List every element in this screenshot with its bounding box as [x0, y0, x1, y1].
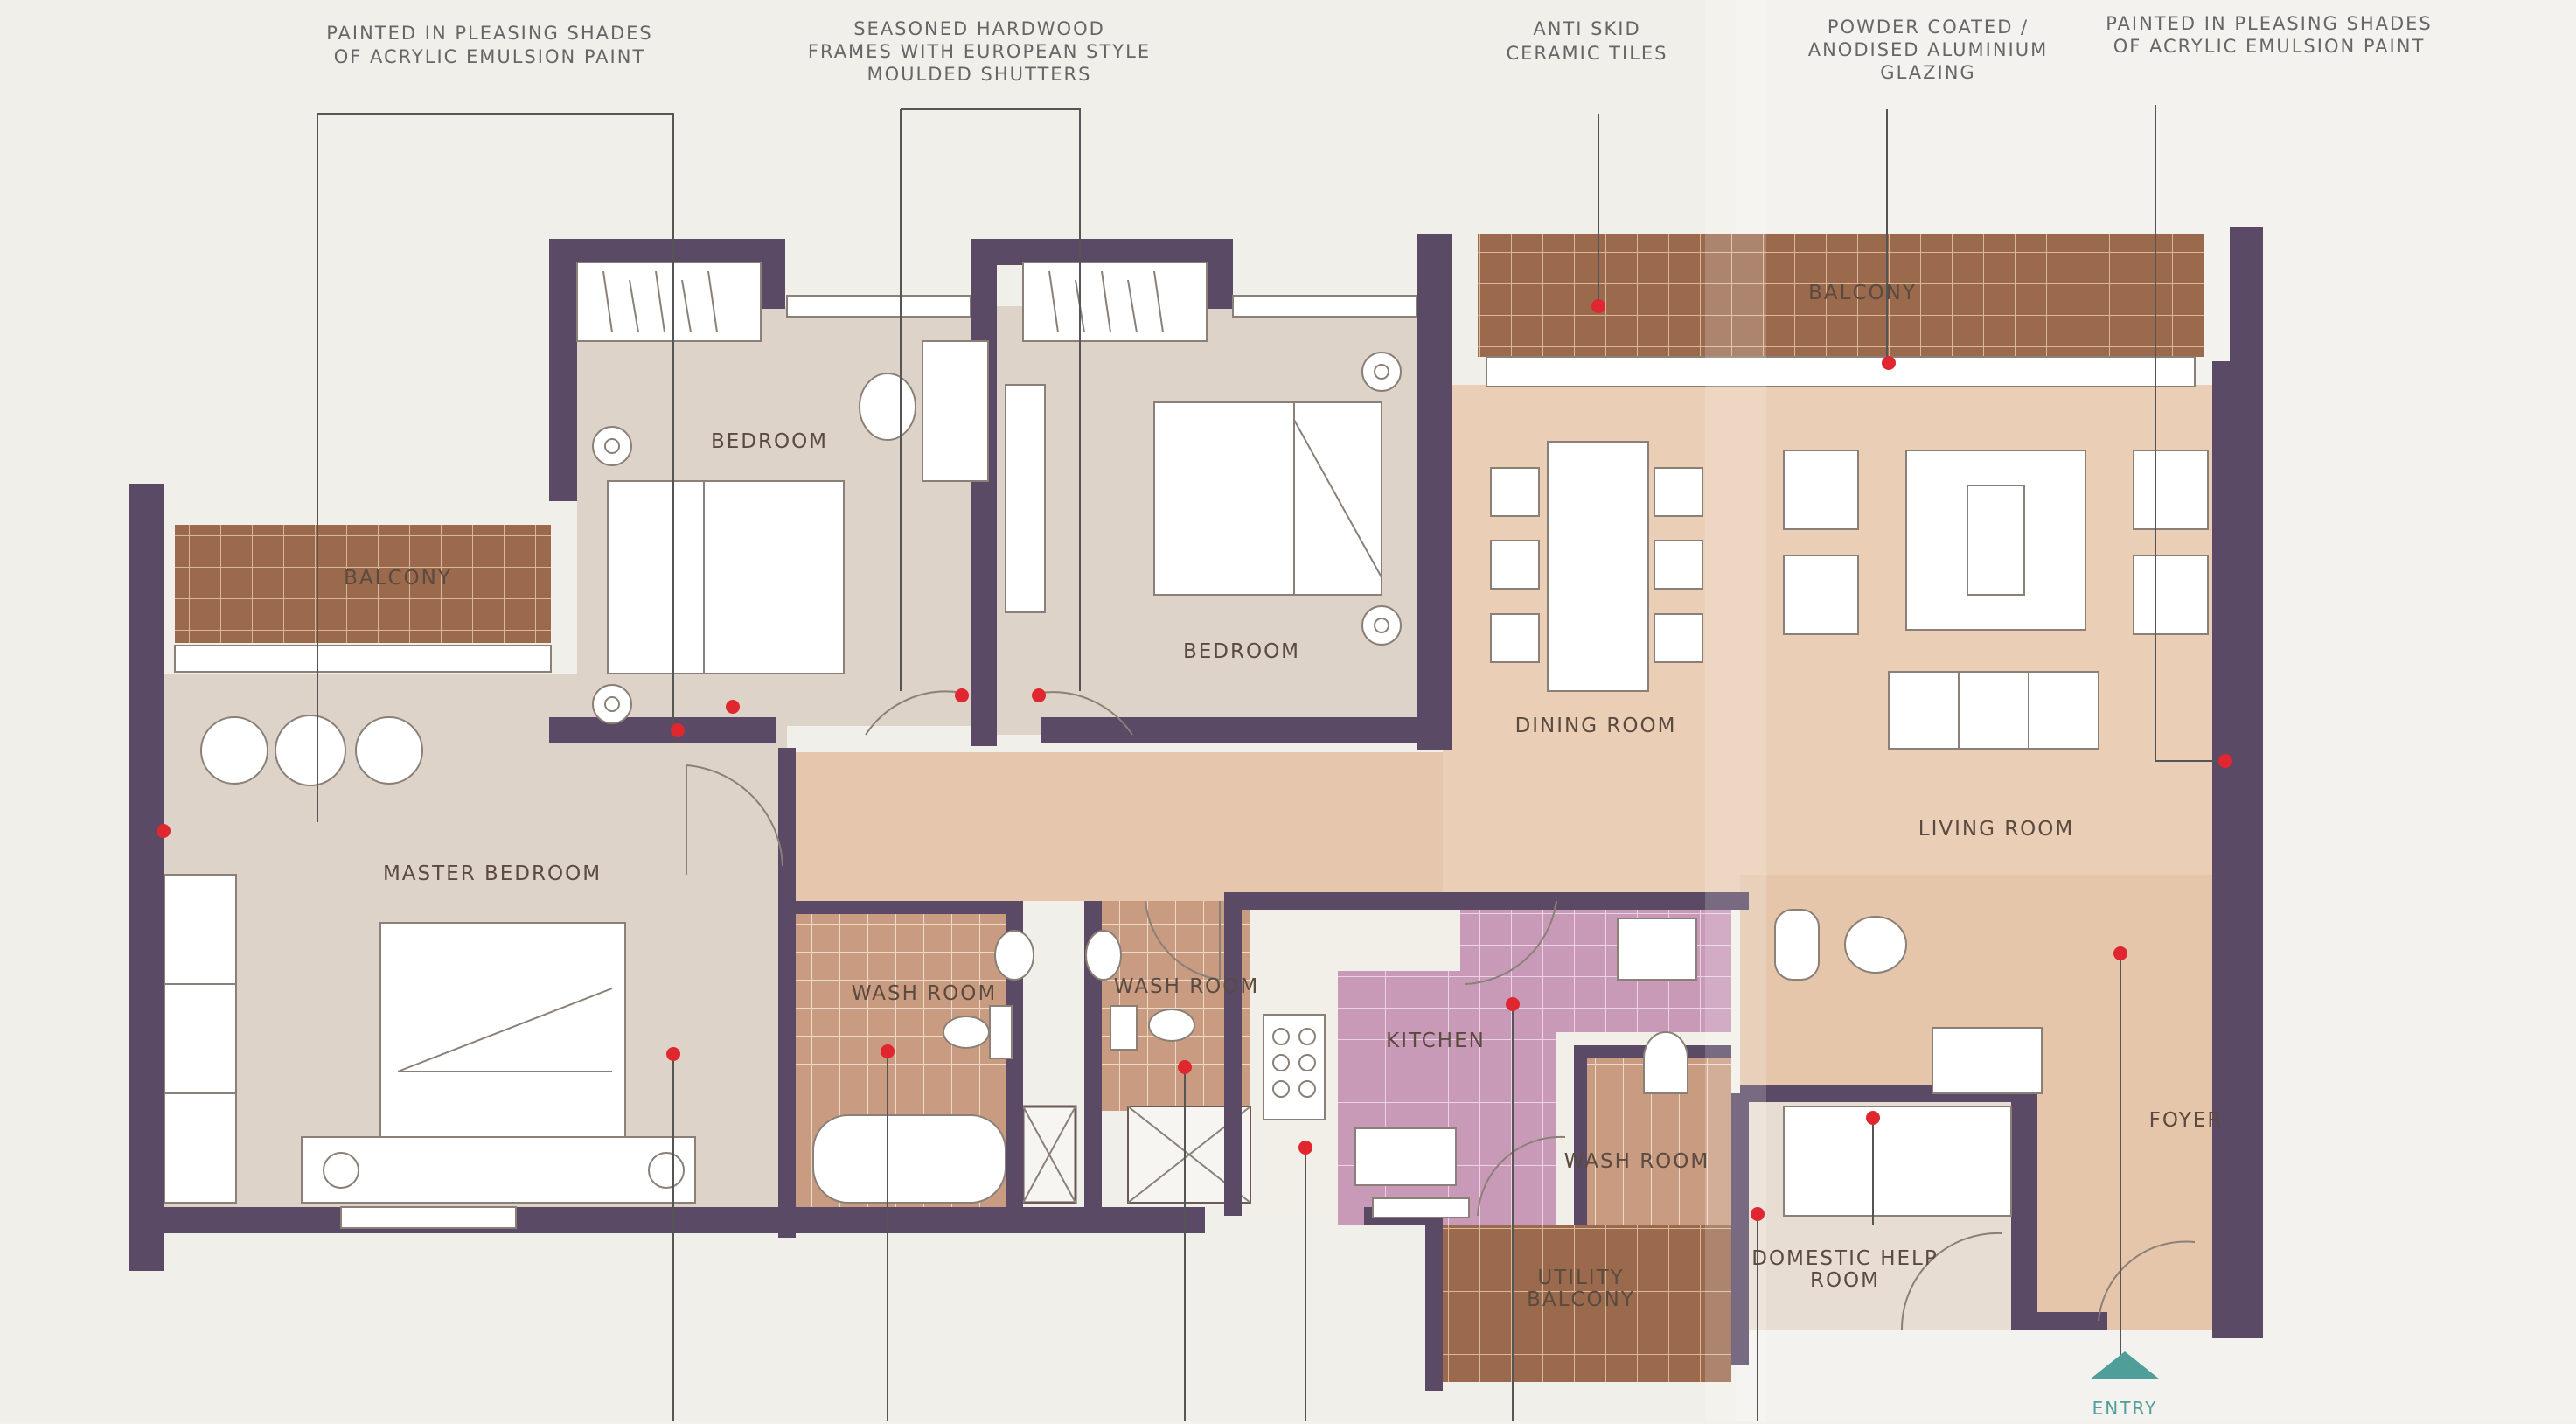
walls [129, 227, 2263, 1391]
svg-text:MOULDED SHUTTERS: MOULDED SHUTTERS [867, 64, 1092, 85]
svg-text:BALCONY: BALCONY [1527, 1288, 1635, 1311]
svg-text:DOMESTIC HELP: DOMESTIC HELP [1751, 1247, 1939, 1270]
annotation-2: SEASONED HARDWOOD FRAMES WITH EUROPEAN S… [808, 18, 1151, 85]
svg-text:OF ACRYLIC EMULSION PAINT: OF ACRYLIC EMULSION PAINT [334, 46, 646, 67]
svg-text:ANODISED ALUMINIUM: ANODISED ALUMINIUM [1808, 39, 2049, 60]
svg-text:PAINTED IN PLEASING SHADES: PAINTED IN PLEASING SHADES [2106, 13, 2433, 34]
furniture [164, 262, 2209, 1217]
kitchen-label: KITCHEN [1386, 1030, 1486, 1052]
foyer-label: FOYER [2149, 1109, 2224, 1132]
utility-balcony-floor [1434, 1225, 1731, 1382]
balcony-left-label: BALCONY [344, 567, 452, 590]
living-room-label: LIVING ROOM [1918, 818, 2075, 841]
balcony-right-label: BALCONY [1808, 282, 1917, 304]
annotation-4: POWDER COATED / ANODISED ALUMINIUM GLAZI… [1808, 17, 2049, 83]
svg-text:ANTI SKID: ANTI SKID [1533, 18, 1640, 39]
dining-room-label: DINING ROOM [1515, 715, 1677, 737]
svg-text:GLAZING: GLAZING [1880, 62, 1975, 83]
svg-text:ROOM: ROOM [1810, 1269, 1880, 1292]
door-swings [686, 690, 2196, 1330]
annotation-3: ANTI SKID CERAMIC TILES [1506, 18, 1667, 64]
wash-room-2-label: WASH ROOM [1114, 975, 1259, 998]
entry-arrow-icon [2090, 1351, 2160, 1379]
balcony-left-floor [175, 525, 551, 643]
leader-lines [317, 105, 2225, 1421]
bedroom-1-label: BEDROOM [711, 430, 828, 453]
entry-label: ENTRY [2092, 1398, 2158, 1419]
svg-text:FRAMES WITH EUROPEAN STYLE: FRAMES WITH EUROPEAN STYLE [808, 41, 1151, 62]
svg-text:CERAMIC TILES: CERAMIC TILES [1506, 43, 1667, 64]
bedroom-2-label: BEDROOM [1183, 640, 1300, 663]
wash-room-3-label: WASH ROOM [1564, 1150, 1709, 1173]
utility-balcony-label: UTILITY BALCONY [1527, 1267, 1635, 1311]
master-bedroom-label: MASTER BEDROOM [383, 862, 602, 885]
svg-text:SEASONED HARDWOOD: SEASONED HARDWOOD [853, 18, 1105, 39]
domestic-help-room-label: DOMESTIC HELP ROOM [1751, 1247, 1939, 1292]
svg-text:UTILITY: UTILITY [1537, 1267, 1624, 1289]
svg-text:POWDER COATED /: POWDER COATED / [1828, 17, 2029, 38]
svg-text:OF ACRYLIC EMULSION PAINT: OF ACRYLIC EMULSION PAINT [2113, 36, 2426, 57]
annotation-1: PAINTED IN PLEASING SHADES OF ACRYLIC EM… [326, 23, 653, 67]
svg-text:PAINTED IN PLEASING SHADES: PAINTED IN PLEASING SHADES [326, 23, 653, 44]
annotation-markers [157, 299, 2232, 1221]
wash-room-1-label: WASH ROOM [852, 982, 997, 1005]
annotation-5: PAINTED IN PLEASING SHADES OF ACRYLIC EM… [2106, 13, 2433, 57]
